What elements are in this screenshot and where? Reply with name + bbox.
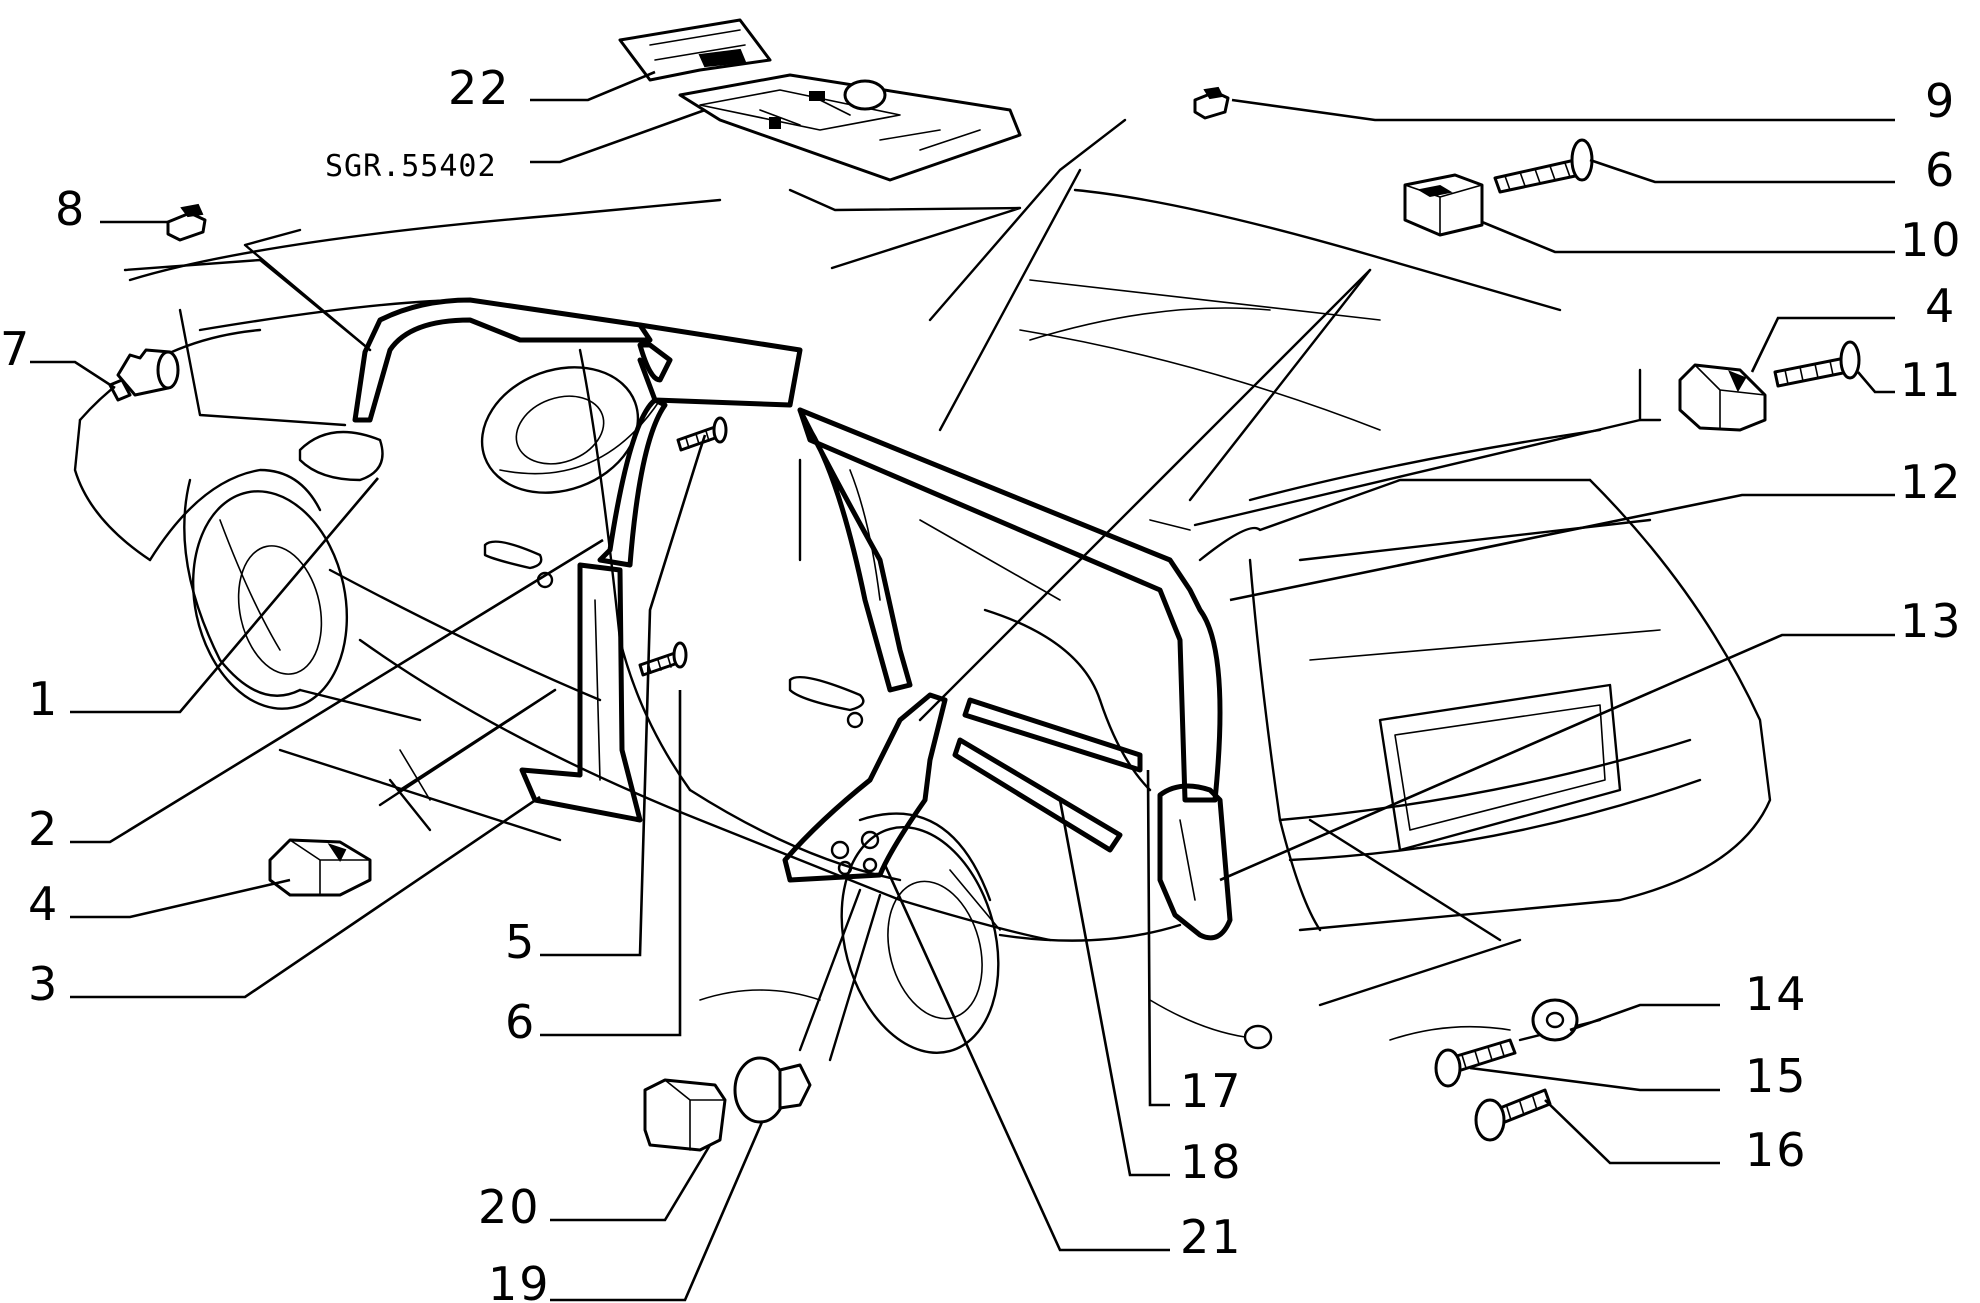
leader-12 xyxy=(1229,493,1895,602)
screw-part-6-middle xyxy=(638,641,688,677)
leader-sgr xyxy=(530,108,706,164)
clip-part-4-bottom xyxy=(268,838,372,897)
callout-14: 14 xyxy=(1745,967,1808,1021)
callout-11: 11 xyxy=(1900,353,1963,407)
callout-10: 10 xyxy=(1900,213,1963,267)
callout-4-bottom: 4 xyxy=(28,877,59,931)
leader-16 xyxy=(1544,1099,1720,1165)
callout-21: 21 xyxy=(1180,1210,1243,1264)
a-pillar-trim xyxy=(597,342,673,568)
callout-22: 22 xyxy=(448,61,511,115)
car-body-outline xyxy=(73,188,1772,1054)
leader-1 xyxy=(70,477,379,714)
c-pillar-trim-lower xyxy=(782,692,948,883)
exploded-view-guides xyxy=(123,118,1662,1062)
callout-1: 1 xyxy=(28,672,59,726)
callout-labels: 22 SGR.55402 9 6 10 4 11 12 13 8 7 1 2 4… xyxy=(0,61,1963,1303)
callout-5: 5 xyxy=(505,915,536,969)
clip-part-9 xyxy=(1193,86,1230,120)
callout-16: 16 xyxy=(1745,1123,1808,1177)
screw-part-5 xyxy=(676,416,728,452)
roof-trim-front xyxy=(352,297,803,423)
washer-part-14 xyxy=(1531,998,1579,1042)
leader-5 xyxy=(540,434,707,957)
callout-6-middle: 6 xyxy=(505,995,536,1049)
callout-17: 17 xyxy=(1180,1064,1243,1118)
leader-7 xyxy=(30,360,116,390)
leader-11 xyxy=(1857,371,1895,394)
roof-rail-side-trim xyxy=(797,407,1223,803)
callout-7: 7 xyxy=(0,322,31,376)
d-pillar-lower-trim xyxy=(1157,783,1233,941)
leader-22 xyxy=(530,70,656,102)
callout-6-top: 6 xyxy=(1925,143,1956,197)
callout-18: 18 xyxy=(1180,1135,1243,1189)
callout-3: 3 xyxy=(28,957,59,1011)
leader-4a xyxy=(1750,316,1895,373)
leader-14 xyxy=(1569,1003,1720,1032)
leader-20 xyxy=(550,1144,712,1222)
leader-19 xyxy=(550,1121,764,1302)
leader-6b xyxy=(540,690,682,1037)
push-clip-part-19 xyxy=(733,1056,812,1124)
clip-block-part-20 xyxy=(643,1078,727,1152)
leader-2 xyxy=(70,538,604,844)
callout-2: 2 xyxy=(28,802,59,856)
reference-code: SGR.55402 xyxy=(325,149,497,184)
dome-light-housing-part xyxy=(678,73,1022,182)
screw-part-6-top xyxy=(1493,138,1594,194)
callout-15: 15 xyxy=(1745,1049,1808,1103)
callout-8: 8 xyxy=(55,182,86,236)
screw-part-15 xyxy=(1434,1038,1517,1088)
callout-19: 19 xyxy=(488,1257,551,1303)
clip-part-4-top xyxy=(1678,363,1767,432)
callout-13: 13 xyxy=(1900,594,1963,648)
sill-trim-strips xyxy=(952,697,1143,853)
push-clip-part-7 xyxy=(108,348,180,402)
leader-10 xyxy=(1481,220,1895,254)
screw-part-16 xyxy=(1474,1088,1552,1142)
callout-4-top: 4 xyxy=(1925,279,1956,333)
leader-15 xyxy=(1469,1066,1720,1092)
leader-21 xyxy=(883,864,1170,1252)
leader-3 xyxy=(70,795,541,999)
clip-block-part-10 xyxy=(1403,173,1484,237)
callout-20: 20 xyxy=(478,1180,541,1234)
leader-18 xyxy=(1058,799,1170,1177)
callout-leaders xyxy=(30,70,1895,1302)
leader-6a xyxy=(1589,158,1895,184)
screw-part-11 xyxy=(1773,340,1861,388)
leader-17 xyxy=(1146,769,1170,1107)
dome-light-cover-part xyxy=(618,18,772,82)
b-pillar-lower-trim xyxy=(519,562,643,823)
leader-13 xyxy=(1219,633,1895,882)
clip-part-8 xyxy=(166,203,207,242)
callout-12: 12 xyxy=(1900,455,1963,509)
leader-4b xyxy=(70,878,291,919)
callout-9: 9 xyxy=(1925,74,1956,128)
leader-9 xyxy=(1231,98,1895,122)
